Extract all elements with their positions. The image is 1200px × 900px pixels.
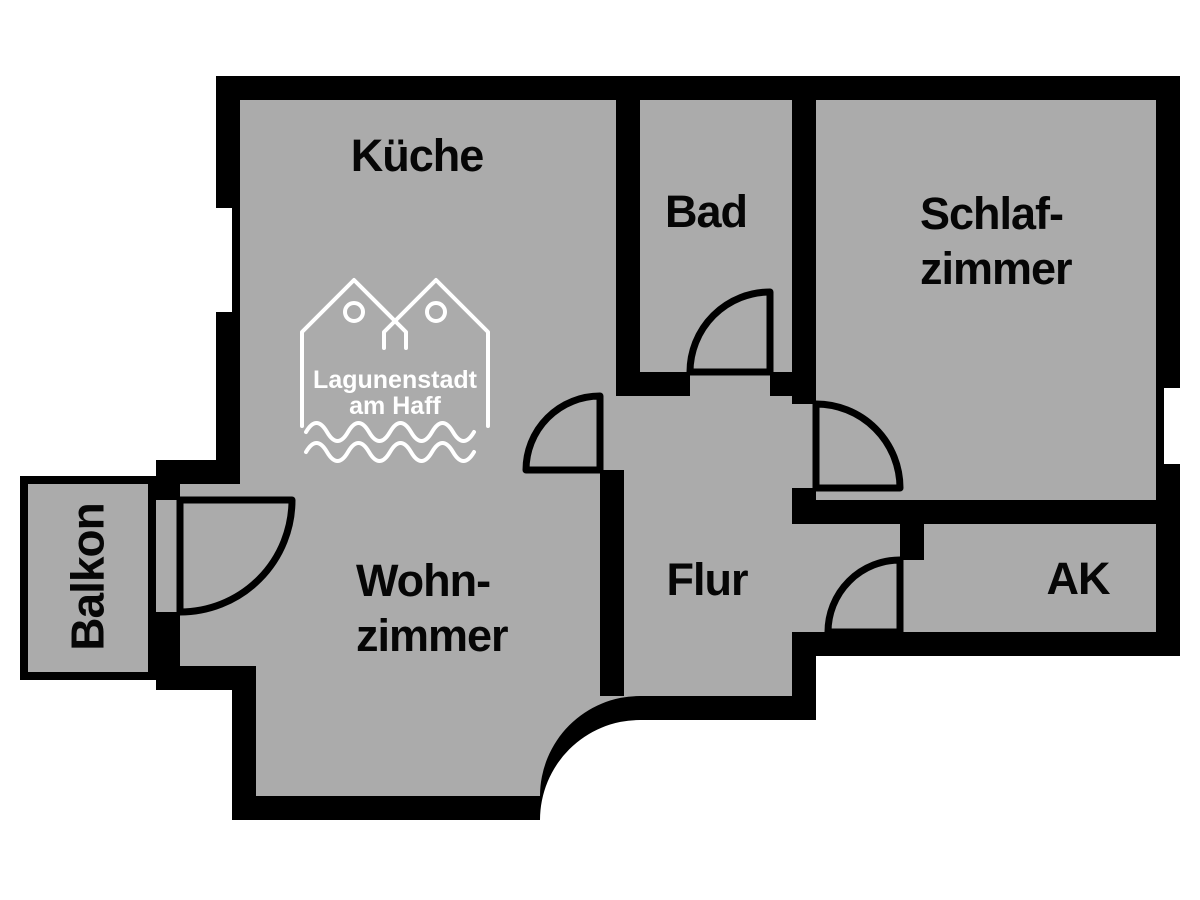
- logo: Lagunenstadt am Haff: [300, 278, 490, 463]
- room-label-kueche: Küche: [350, 130, 485, 181]
- room-label-wohnzimmer: Wohn- zimmer: [356, 553, 509, 663]
- bedroom-window-gap: [1162, 388, 1186, 464]
- living-hall-door-arc: [522, 392, 604, 474]
- storage-door-arc: [824, 556, 904, 636]
- kitchen-window-gap: [210, 208, 234, 312]
- logo-wave-bottom-icon: [304, 441, 476, 463]
- room-label-wohnzimmer-line2: zimmer: [356, 610, 509, 661]
- kitchen-window-line: [232, 208, 240, 312]
- balcony-structure: [20, 476, 156, 680]
- bedroom-door-arc: [812, 400, 904, 492]
- logo-wave-top-icon: [304, 421, 476, 443]
- room-label-flur: Flur: [666, 554, 749, 605]
- bedroom-window-line: [1156, 388, 1164, 464]
- room-label-bad: Bad: [664, 186, 748, 237]
- logo-window-left-icon: [343, 301, 365, 323]
- room-label-balkon: Balkon: [61, 503, 114, 651]
- wall-living-hall: [600, 470, 624, 696]
- door-swings: [176, 288, 904, 636]
- room-label-wohnzimmer-line1: Wohn-: [356, 555, 491, 606]
- logo-text-line1: Lagunenstadt: [313, 366, 478, 394]
- logo-house-left-icon: [300, 278, 408, 428]
- wall-bedroom-storage: [792, 500, 1156, 524]
- balcony-door-arc: [176, 496, 296, 616]
- logo-house-right-icon: [382, 278, 490, 428]
- logo-window-right-icon: [425, 301, 447, 323]
- bath-door-arc: [686, 288, 774, 376]
- room-label-schlafzimmer-line2: zimmer: [920, 243, 1073, 294]
- room-label-ak: AK: [1046, 553, 1111, 604]
- wall-kitchen-bath: [616, 100, 640, 396]
- windows: [210, 208, 1186, 464]
- logo-text-line2: am Haff: [349, 392, 441, 420]
- balcony-floor: [28, 484, 148, 672]
- room-label-schlafzimmer-line1: Schlaf-: [920, 188, 1064, 239]
- room-label-schlafzimmer: Schlaf- zimmer: [920, 186, 1073, 296]
